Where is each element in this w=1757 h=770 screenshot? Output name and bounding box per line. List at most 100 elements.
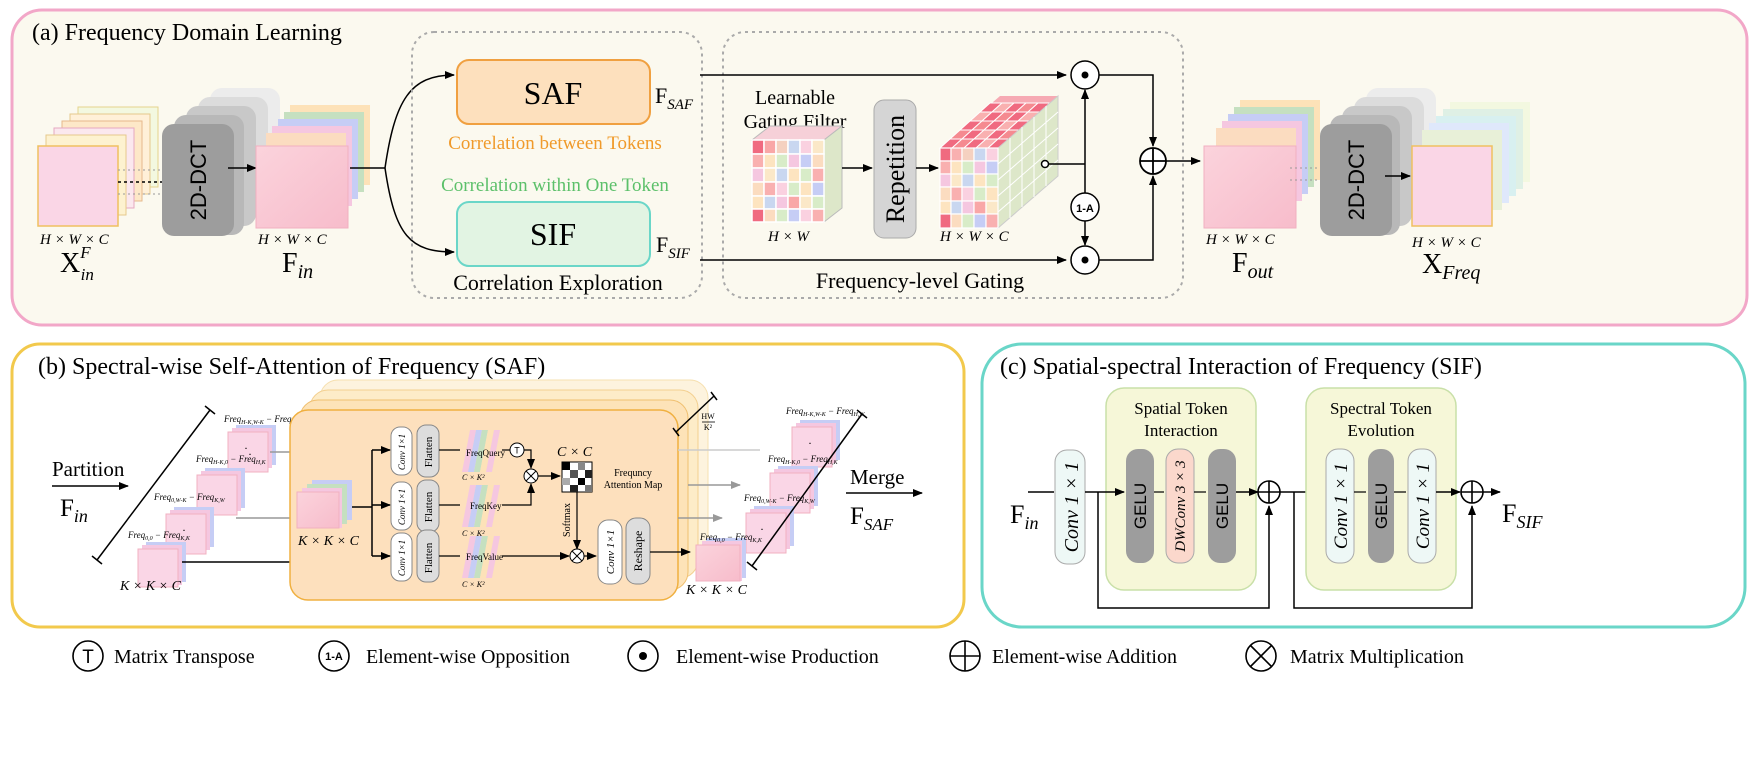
freq-query-label: FreqQuery	[466, 448, 505, 458]
hw-top: HW	[701, 412, 715, 421]
svg-text:GELU: GELU	[1131, 483, 1150, 529]
repetition-label: Repetition	[881, 115, 910, 223]
dct-label-1: 2D-DCT	[186, 140, 211, 221]
svg-text:·: ·	[244, 441, 248, 455]
merge-label: Merge	[850, 465, 904, 489]
svg-text:C × K²: C × K²	[462, 580, 485, 589]
freq-value-label: FreqValue	[466, 552, 503, 562]
dct-block-1: 2D-DCT	[162, 88, 280, 236]
learnable-label: Learnable	[755, 87, 835, 109]
legend-opposition: 1-A Element-wise Opposition	[318, 640, 570, 672]
patch-label-2: FreqH-K,0 − FreqH,K	[195, 454, 267, 466]
k2-bot: K²	[704, 423, 713, 432]
svg-text:GELU: GELU	[1213, 483, 1232, 529]
spectral-label-1: Spectral Token	[1330, 399, 1432, 418]
one-minus-a-label: 1-A	[1076, 203, 1094, 215]
corr-tokens-label: Correlation between Tokens	[448, 133, 662, 154]
transpose-icon	[72, 640, 104, 672]
sif-label: SIF	[530, 216, 576, 252]
attn-map-label-2: Attention Map	[604, 480, 663, 491]
attn-map-label-1: Frequncy	[614, 468, 652, 479]
svg-text:C × K²: C × K²	[462, 529, 485, 538]
svg-text:1-A: 1-A	[325, 651, 343, 663]
query-feature	[462, 430, 500, 472]
attention-map	[561, 461, 593, 493]
legend-multiplication: Matrix Multiplication	[1245, 640, 1464, 672]
f-sif-label-a: FSIF	[656, 232, 691, 262]
gelu-block-2	[1208, 449, 1236, 563]
one-minus-a-op	[1070, 192, 1100, 222]
svg-text:Element-wise Addition: Element-wise Addition	[992, 646, 1177, 668]
panel-a-title: (a) Frequency Domain Learning	[32, 20, 342, 46]
left-patches: ·· ·	[137, 425, 276, 588]
svg-text:Flatten: Flatten	[423, 436, 435, 467]
right-patch-label-1: FreqH-K,W-K − FreqH,W	[785, 406, 865, 418]
svg-text:·: ·	[248, 447, 252, 461]
partition-label: Partition	[52, 457, 125, 481]
value-row: Conv 1×1 Flatten	[390, 529, 440, 583]
right-patch-label-2: FreqH-K,0 − FreqH,K	[767, 454, 839, 466]
dct-label-2: 2D-DCT	[1344, 140, 1369, 221]
svg-text:·: ·	[182, 523, 186, 537]
f-in-label: Fin	[282, 248, 313, 283]
f-in-label-c: Fin	[1010, 500, 1038, 533]
right-patches: · ·	[695, 420, 840, 582]
key-row: Conv 1×1 Flatten	[390, 479, 440, 533]
panel-b-title: (b) Spectral-wise Self-Attention of Freq…	[38, 354, 545, 380]
svg-text:Matrix Multiplication: Matrix Multiplication	[1290, 646, 1464, 668]
repetition-block	[873, 99, 917, 239]
freq-key-label: FreqKey	[470, 501, 502, 511]
corr-exploration-label: Correlation Exploration	[453, 270, 663, 295]
f-saf-label-a: FSAF	[655, 83, 694, 113]
f-out-label: Fout	[1232, 248, 1274, 283]
svg-text:Conv 1×1: Conv 1×1	[397, 489, 407, 525]
panel-c-title: (c) Spatial-spectral Interaction of Freq…	[1000, 354, 1482, 380]
svg-text:Flatten: Flatten	[423, 542, 435, 573]
svg-text:C × K²: C × K²	[462, 473, 485, 482]
svg-text:Conv 1 × 1: Conv 1 × 1	[1331, 463, 1352, 549]
f-in-stack	[255, 105, 370, 229]
f-saf-label-b: FSAF	[850, 503, 894, 534]
svg-text:Conv 1 × 1: Conv 1 × 1	[1413, 463, 1434, 549]
softmax-label: Softmax	[562, 503, 573, 537]
f-out-dims: H × W × C	[1205, 232, 1276, 248]
dct-block-2: 2D-DCT	[1320, 88, 1436, 236]
kkc-right: K × K × C	[685, 583, 748, 598]
f-in-label-b: Fin	[60, 495, 88, 526]
correlation-exploration-box	[411, 31, 703, 299]
right-patch-label-4: Freq0,0 − FreqK,K	[699, 532, 763, 544]
svg-text:Element-wise Opposition: Element-wise Opposition	[366, 646, 570, 668]
svg-text:·: ·	[760, 522, 764, 536]
x-freq-stack	[1411, 102, 1530, 227]
gelu-block-1	[1126, 449, 1154, 563]
dwconv-block	[1165, 448, 1195, 564]
kkc-cube	[296, 480, 352, 529]
f-sif-label-c: FSIF	[1502, 499, 1543, 532]
svg-text:Conv 1×1: Conv 1×1	[397, 540, 407, 576]
legend-addition: Element-wise Addition	[949, 640, 1177, 672]
svg-text:Conv 1×1: Conv 1×1	[605, 530, 617, 574]
cxc-label: C × C	[557, 445, 593, 460]
svg-text:Conv 1×1: Conv 1×1	[397, 434, 407, 470]
spatial-label-2: Interaction	[1144, 421, 1218, 440]
saf-block	[456, 59, 651, 125]
patch-label-3: Freq0,W-K − FreqK,W	[153, 492, 226, 504]
panel-b: (b) Spectral-wise Self-Attention of Freq…	[10, 342, 966, 629]
svg-text:Flatten: Flatten	[423, 491, 435, 522]
x-freq-label: XFreq	[1422, 249, 1480, 284]
f-in-dims: H × W × C	[257, 232, 328, 248]
reshape-block	[625, 517, 651, 585]
svg-text:Conv 1 × 1: Conv 1 × 1	[1061, 462, 1083, 553]
conv-block-c3	[1407, 448, 1437, 564]
f-out-stack	[1203, 100, 1320, 229]
legend: T Matrix Transpose 1-A Element-wise Oppo…	[72, 640, 1464, 672]
svg-text:GELU: GELU	[1372, 483, 1391, 529]
x-in-stack	[37, 106, 159, 227]
right-patch-label-3: Freq0,W-K − FreqK,W	[743, 493, 816, 505]
svg-text:Matrix Transpose: Matrix Transpose	[114, 646, 255, 668]
panel-a: (a) Frequency Domain Learning H × W × C …	[10, 8, 1749, 327]
gating-cube	[938, 94, 1059, 230]
sif-block	[456, 201, 651, 267]
